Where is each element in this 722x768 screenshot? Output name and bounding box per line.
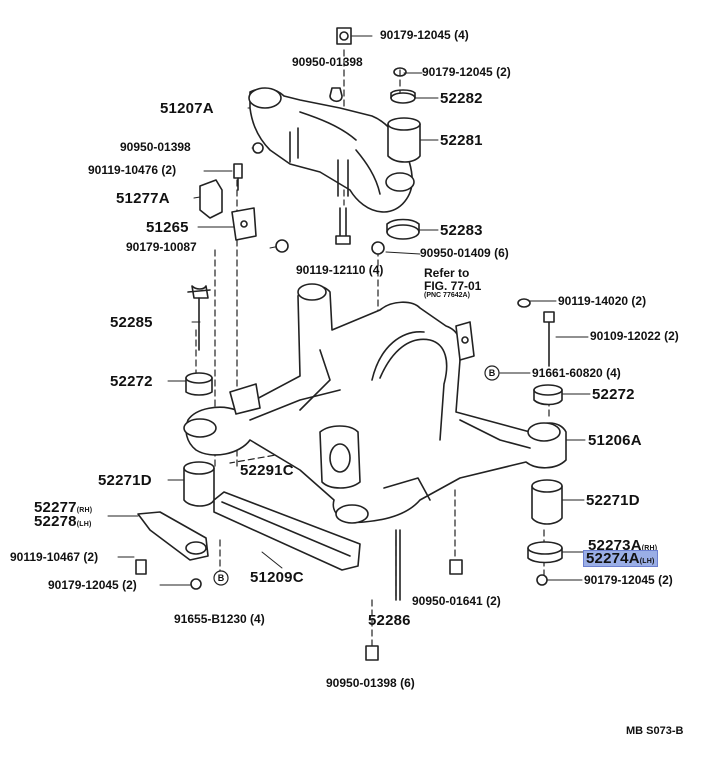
part-number: 52277 [34, 499, 77, 516]
part-label: 90119-14020 (2) [558, 294, 647, 308]
reference-line: FIG. 77-01 [424, 278, 482, 293]
part-label: 90179-12045 (2) [422, 65, 511, 79]
side-note: (RH) [76, 507, 93, 514]
part-label: 90179-10087 [126, 240, 197, 254]
part-label: 51265 [146, 219, 189, 236]
main-crossmember-51206A [183, 283, 567, 524]
part-label: 52271D [586, 492, 640, 509]
bushing-stack [371, 67, 421, 255]
part-label: 52272 [110, 373, 153, 390]
part-label: 90950-01398 [292, 55, 363, 69]
part-label: 90109-12022 (2) [590, 329, 679, 343]
bracket-51277A [199, 179, 257, 241]
part-label: 52271D [98, 472, 152, 489]
part-label: 91655-B1230 (4) [174, 612, 265, 626]
part-label: 90950-01409 (6) [420, 246, 509, 260]
part-label: 52283 [440, 222, 483, 239]
part-label: 90179-12045 (4) [380, 28, 469, 42]
part-label: 90950-01641 (2) [412, 594, 501, 608]
side-note: (LH) [76, 521, 92, 528]
part-label: 90179-12045 (2) [584, 573, 673, 587]
part-label: 52281 [440, 132, 483, 149]
lower-brace-51209C [213, 491, 361, 571]
bracket-and-plate [319, 321, 475, 489]
part-label: 91661-60820 (4) [532, 366, 621, 380]
marker-b [213, 365, 500, 586]
diagram-code: MB S073-B [626, 725, 684, 737]
part-label: 90119-12110 (4) [296, 263, 384, 277]
svg-text:B: B [218, 573, 225, 583]
part-label: 90950-01398 [120, 140, 191, 154]
part-label-52278: 52278(LH) [34, 514, 92, 529]
reference-pnc: (PNC 77642A) [424, 292, 470, 300]
part-number: 52274A [586, 550, 640, 567]
part-label: 51277A [116, 190, 170, 207]
side-note: (RH) [641, 545, 658, 552]
part-label: 52286 [368, 612, 411, 629]
top-hardware [233, 27, 352, 253]
bottom-bolts [365, 529, 463, 661]
svg-text:B: B [489, 368, 496, 378]
part-label-52273A: 52273A(RH) [588, 538, 657, 553]
part-number: 52278 [34, 513, 77, 530]
part-label: 51209C [250, 569, 304, 586]
part-label: 51207A [160, 100, 214, 117]
part-label: 52291C [240, 462, 294, 479]
part-number: 52273A [588, 537, 642, 554]
part-label: 52285 [110, 314, 153, 331]
part-label: 90950-01398 (6) [326, 676, 415, 690]
part-label: 51206A [588, 432, 642, 449]
part-label: 52272 [592, 386, 635, 403]
reference-line: Refer to [424, 266, 470, 280]
part-label: 90179-12045 (2) [48, 578, 137, 592]
side-note: (LH) [639, 558, 655, 565]
upper-member-51207A [248, 87, 415, 213]
reference-note: Refer to FIG. 77-01 (PNC 77642A) [424, 267, 481, 300]
right-bushings [517, 298, 563, 586]
bracket-52277 [135, 511, 226, 590]
part-label: 52282 [440, 90, 483, 107]
part-label: 90119-10467 (2) [10, 550, 99, 564]
left-bushings [183, 285, 215, 507]
part-label-52277: 52277(RH) [34, 500, 92, 515]
part-label: 90119-10476 (2) [88, 163, 177, 177]
part-label-52274A-highlighted[interactable]: 52274A(LH) [583, 550, 658, 567]
